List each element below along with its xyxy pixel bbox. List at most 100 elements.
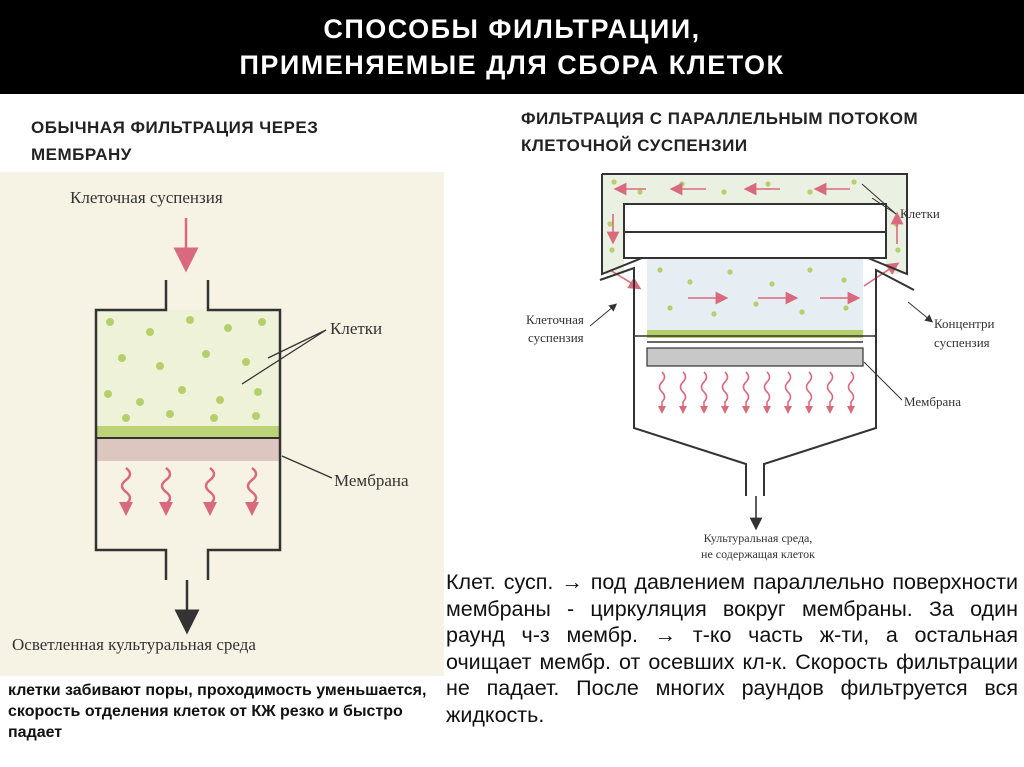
cell [609, 247, 615, 253]
left-heading: ОБЫЧНАЯ ФИЛЬТРАЦИЯ ЧЕРЕЗ МЕМБРАНУ [31, 118, 319, 164]
cell [807, 189, 813, 195]
flow-arrow [609, 269, 642, 290]
cell [166, 410, 174, 418]
cell [224, 324, 232, 332]
housing-right-side [763, 268, 915, 496]
dead-end-filtration-diagram: Клеточная суспензия Клетки Мембрана Осве… [0, 172, 444, 676]
filtrate-arrows [119, 467, 259, 516]
filtrate-wave [721, 371, 729, 408]
membrane [96, 439, 280, 461]
cell [851, 179, 857, 185]
outlet-label-2: не содержащая клеток [701, 547, 815, 561]
cell [637, 189, 643, 195]
cells-pointer-2 [871, 197, 897, 215]
filtrate-arrowhead [721, 406, 729, 414]
right-description: Клет. сусп. → под давлением параллельно … [446, 570, 1018, 727]
cell [769, 281, 775, 287]
cell [679, 181, 685, 187]
filtrate-arrowhead [700, 406, 708, 414]
cell [106, 318, 114, 326]
filtrate-wave [763, 371, 771, 408]
cell [843, 305, 849, 311]
cross-flow-svg: Клетки Клеточная суспензия Концентри сус… [526, 173, 995, 561]
dead-end-svg: Клеточная суспензия Клетки Мембрана Осве… [12, 188, 409, 654]
cell [118, 354, 126, 362]
filtrate-arrowhead [679, 406, 687, 414]
filtrate-arrowhead [159, 502, 173, 516]
filtrate-wave [826, 371, 834, 408]
filtrate-wave [847, 371, 855, 408]
cell [122, 414, 130, 422]
cell-layer [647, 330, 863, 338]
cell [687, 279, 693, 285]
filtrate-arrowhead [119, 502, 133, 516]
housing-inner-loop [623, 203, 887, 233]
concentrate-label-1: Концентри [934, 316, 995, 331]
left-caption: клетки забивают поры, проходимость умень… [8, 682, 427, 741]
cell [186, 316, 194, 324]
filtrate-arrowhead [203, 502, 217, 516]
chamber-top [623, 232, 887, 259]
inlet-label: Клеточная суспензия [70, 188, 223, 207]
title-line-2: ПРИМЕНЯЕМЫЕ ДЛЯ СБОРА КЛЕТОК [239, 50, 785, 80]
membrane [646, 347, 864, 367]
filtrate-arrowhead [826, 406, 834, 414]
filtrate-wave [246, 467, 258, 505]
concentrate-label-2: суспензия [934, 335, 990, 350]
flow-arrow [863, 262, 900, 287]
membrane-label: Мембрана [904, 394, 961, 409]
cell [202, 350, 210, 358]
cell [146, 328, 154, 336]
cell-cake-layer [96, 426, 280, 438]
housing-outer-left [601, 174, 643, 276]
membrane-pointer [281, 455, 333, 479]
cells-label: Клетки [900, 206, 940, 221]
cell [727, 269, 733, 275]
housing-right-wall [206, 280, 282, 580]
filtrate-wave [120, 467, 132, 505]
cell [178, 386, 186, 394]
cells-pointer-1 [861, 183, 897, 215]
cells-label: Клетки [330, 319, 382, 338]
filtrate-arrowhead [742, 406, 750, 414]
outlet-label: Осветленная культуральная среда [12, 635, 256, 654]
filtrate-arrowhead [763, 406, 771, 414]
housing-outer-top [602, 173, 908, 276]
cell [258, 318, 266, 326]
cell [104, 390, 112, 398]
title-line-1: СПОСОБЫ ФИЛЬТРАЦИИ, [323, 14, 701, 44]
housing-left-side [599, 266, 747, 496]
suspension-fill [96, 310, 280, 432]
cell [252, 412, 260, 420]
filtrate-wave [700, 371, 708, 408]
filtrate-wave [658, 371, 666, 408]
housing-left-wall [94, 280, 168, 580]
cell [242, 358, 250, 366]
membrane-pointer [863, 361, 903, 401]
cell [210, 414, 218, 422]
cell [753, 301, 759, 307]
cross-flow-filtration-diagram: Клетки Клеточная суспензия Концентри сус… [510, 158, 1010, 563]
filtrate-arrowhead [847, 406, 855, 414]
cell [721, 189, 727, 195]
cell [807, 267, 813, 273]
cell [657, 267, 663, 273]
inlet-label-1: Клеточная [526, 312, 584, 327]
cells-pointer-2 [241, 329, 327, 385]
cells-group [104, 316, 266, 422]
cell [711, 311, 717, 317]
filtrate-arrowhead [658, 406, 666, 414]
cell [607, 221, 613, 227]
filtrate-arrowhead [245, 502, 259, 516]
inlet-label-2: суспензия [528, 330, 584, 345]
filtrate-wave [784, 371, 792, 408]
inlet-pointer [589, 303, 618, 327]
cell [765, 181, 771, 187]
filtrate-arrowhead [784, 406, 792, 414]
cell [895, 247, 901, 253]
filtrate-arrowhead [805, 406, 813, 414]
filtrate-wave [679, 371, 687, 408]
filtrate-arrows [658, 371, 855, 414]
outlet-label-1: Культуральная среда, [704, 531, 813, 545]
filtrate-wave [742, 371, 750, 408]
